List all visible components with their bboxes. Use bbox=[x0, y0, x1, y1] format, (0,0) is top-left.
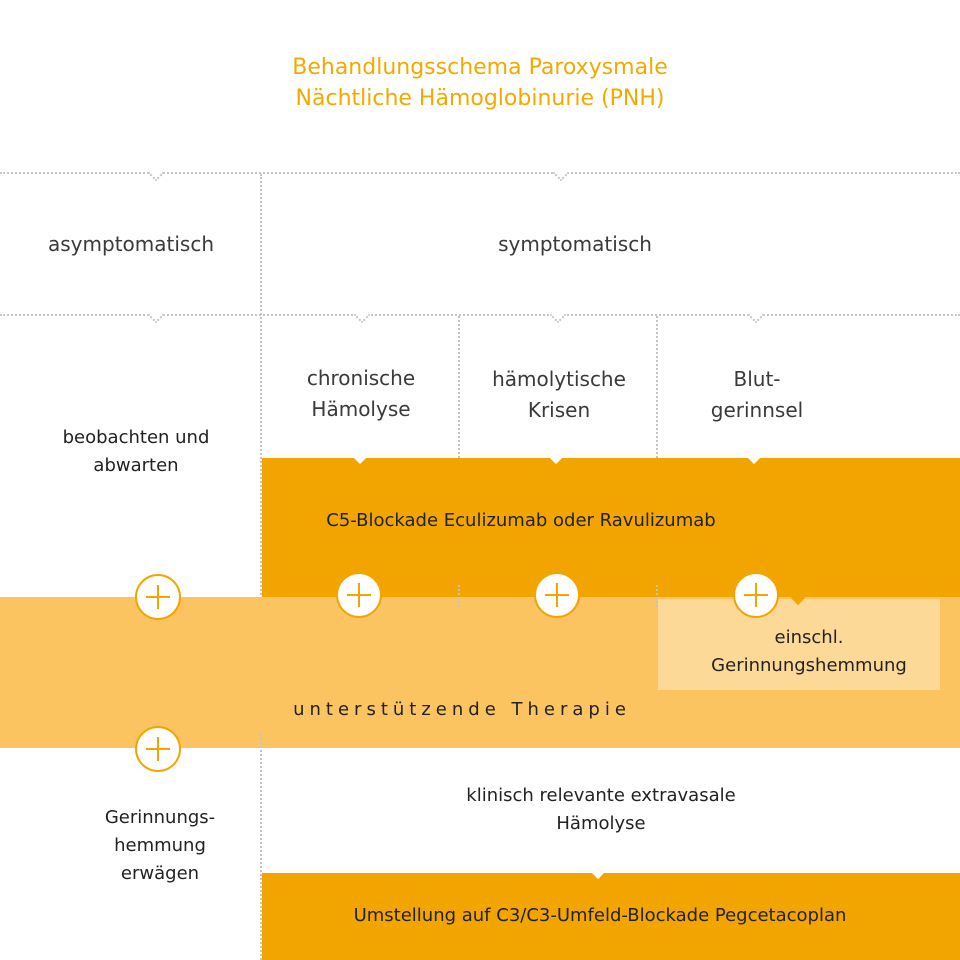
separator-middle bbox=[0, 314, 960, 316]
plus-icon bbox=[336, 572, 382, 618]
plus-icon bbox=[733, 572, 779, 618]
plus-icon bbox=[534, 572, 580, 618]
switch-c3-box bbox=[262, 873, 960, 960]
label-symptomatic: symptomatisch bbox=[498, 232, 652, 256]
divider-sub-1-lower bbox=[458, 585, 460, 607]
label-anticoagulation-included: einschl. Gerinnungshemmung bbox=[711, 627, 907, 676]
anticoagulation-box bbox=[658, 599, 940, 690]
notch-crises bbox=[549, 306, 567, 324]
label-supportive-therapy: unterstützende Therapie bbox=[293, 699, 631, 720]
notch-chronic bbox=[353, 306, 371, 324]
divider-main-lower bbox=[260, 734, 262, 960]
separator-top bbox=[0, 172, 960, 174]
notch-observe bbox=[147, 306, 165, 324]
label-c5-blockade: C5-Blockade Eculizumab oder Ravulizumab bbox=[326, 510, 716, 531]
title-line-2: Nächtliche Hämoglobinurie (PNH) bbox=[295, 86, 665, 111]
label-observe-wait: beobachten und abwarten bbox=[62, 427, 210, 476]
divider-sub-1 bbox=[458, 316, 460, 474]
plus-icon bbox=[135, 726, 181, 772]
divider-sub-2-lower bbox=[656, 585, 658, 607]
notch-symptomatic bbox=[552, 164, 570, 182]
diagram-title: Behandlungsschema Paroxysmale Nächtliche… bbox=[0, 52, 960, 114]
label-hemolytic-crises: hämolytische Krisen bbox=[492, 367, 626, 422]
label-chronic-hemolysis: chronische Hämolyse bbox=[306, 366, 416, 421]
notch-clots bbox=[747, 306, 765, 324]
title-line-1: Behandlungsschema Paroxysmale bbox=[292, 55, 668, 80]
label-asymptomatic: asymptomatisch bbox=[48, 232, 214, 256]
notch-asymptomatic bbox=[147, 164, 165, 182]
divider-sub-2 bbox=[656, 316, 658, 474]
label-extravascular-hemolysis: klinisch relevante extravasale Hämolyse bbox=[466, 785, 736, 834]
label-switch-pegcetacoplan: Umstellung auf C3/C3-Umfeld-Blockade Peg… bbox=[353, 905, 847, 926]
label-consider-anticoagulation: Gerinnungs- hemmung erwägen bbox=[104, 807, 216, 884]
plus-icon bbox=[135, 574, 181, 620]
label-blood-clots: Blut- gerinnsel bbox=[710, 367, 804, 422]
c5-blockade-box bbox=[262, 458, 960, 598]
divider-main-upper bbox=[260, 174, 262, 610]
